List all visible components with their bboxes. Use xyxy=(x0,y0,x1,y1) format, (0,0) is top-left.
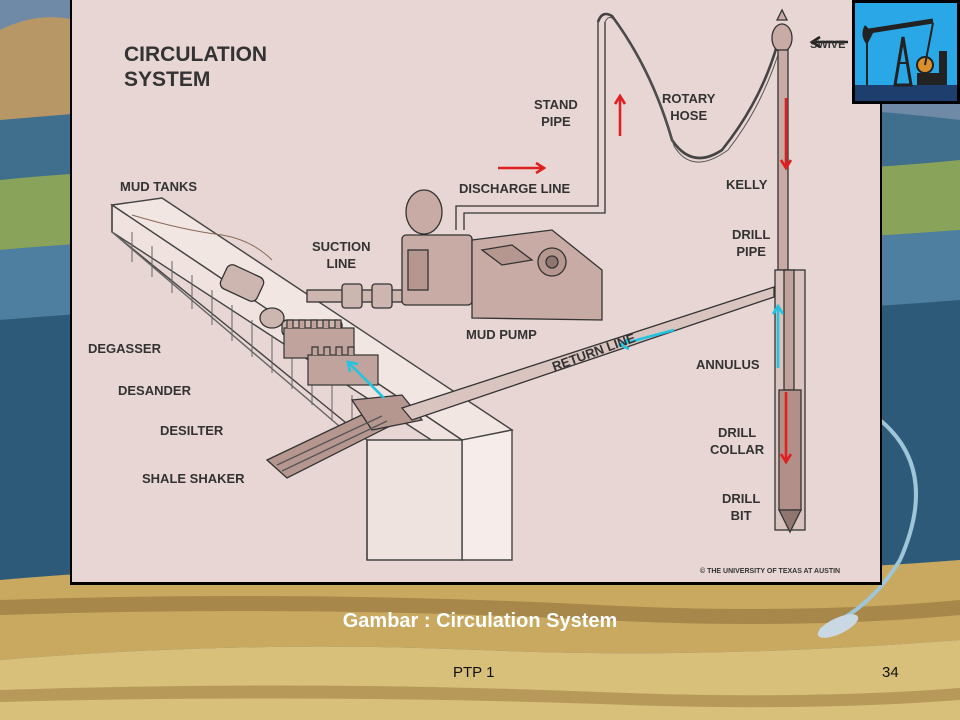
footer-text: PTP 1 xyxy=(453,664,495,681)
flow-arrowhead-swivel xyxy=(809,35,821,49)
flow-arrowhead-return-line xyxy=(617,337,630,351)
flow-arrowhead-drill-collar xyxy=(779,453,793,465)
label-kelly: KELLY xyxy=(726,177,768,192)
figure-caption: Gambar : Circulation System xyxy=(342,610,618,632)
label-annulus: ANNULUS xyxy=(696,357,760,372)
flow-arrow-return-line xyxy=(621,328,675,346)
label-drill-bit: DRILL BIT xyxy=(722,491,761,523)
shale-shaker-drawing xyxy=(265,394,424,479)
label-rotary-hose: ROTARY HOSE xyxy=(662,91,716,123)
copyright-notice: © THE UNIVERSITY OF TEXAS AT AUSTIN xyxy=(700,568,841,575)
flow-arrowhead-discharge xyxy=(535,161,547,175)
label-discharge-line: DISCHARGE LINE xyxy=(459,181,571,196)
diagram-drawing xyxy=(110,8,848,561)
diagram-frame: CIRCULATION SYSTEM STAND PIPE ROTARY HOS… xyxy=(70,0,882,585)
circulation-system-diagram: CIRCULATION SYSTEM STAND PIPE ROTARY HOS… xyxy=(72,0,880,582)
flow-arrowhead-annulus xyxy=(771,303,785,315)
label-drill-pipe: DRILL PIPE xyxy=(732,227,771,259)
flow-arrowhead-kelly xyxy=(779,159,793,171)
pump-jack-icon xyxy=(855,3,957,101)
flow-arrowhead-standpipe xyxy=(613,93,627,105)
label-suction-line: SUCTION LINE xyxy=(312,239,371,271)
discharge-standpipe-hose-drawing xyxy=(455,12,783,230)
label-mud-pump: MUD PUMP xyxy=(466,327,537,342)
pump-jack-logo xyxy=(852,0,960,104)
flow-arrow-shaker xyxy=(349,363,385,399)
diagram-title: CIRCULATION SYSTEM xyxy=(124,43,268,91)
label-degasser: DEGASSER xyxy=(88,341,161,356)
label-drill-collar: DRILL COLLAR xyxy=(710,425,765,457)
label-desander: DESANDER xyxy=(118,383,191,398)
page-number: 34 xyxy=(882,664,899,681)
label-desilter: DESILTER xyxy=(160,423,224,438)
label-shale-shaker: SHALE SHAKER xyxy=(142,471,245,486)
label-swivel: SWIVE xyxy=(810,39,846,51)
mud-pump-drawing xyxy=(401,189,603,321)
label-stand-pipe: STAND PIPE xyxy=(534,97,578,129)
flow-arrowhead-shaker xyxy=(346,360,359,373)
return-line-drawing xyxy=(400,286,775,421)
suction-line-drawing xyxy=(306,283,418,309)
drill-string-drawing xyxy=(771,8,806,534)
label-mud-tanks: MUD TANKS xyxy=(120,179,198,194)
flow-arrows xyxy=(346,35,848,465)
